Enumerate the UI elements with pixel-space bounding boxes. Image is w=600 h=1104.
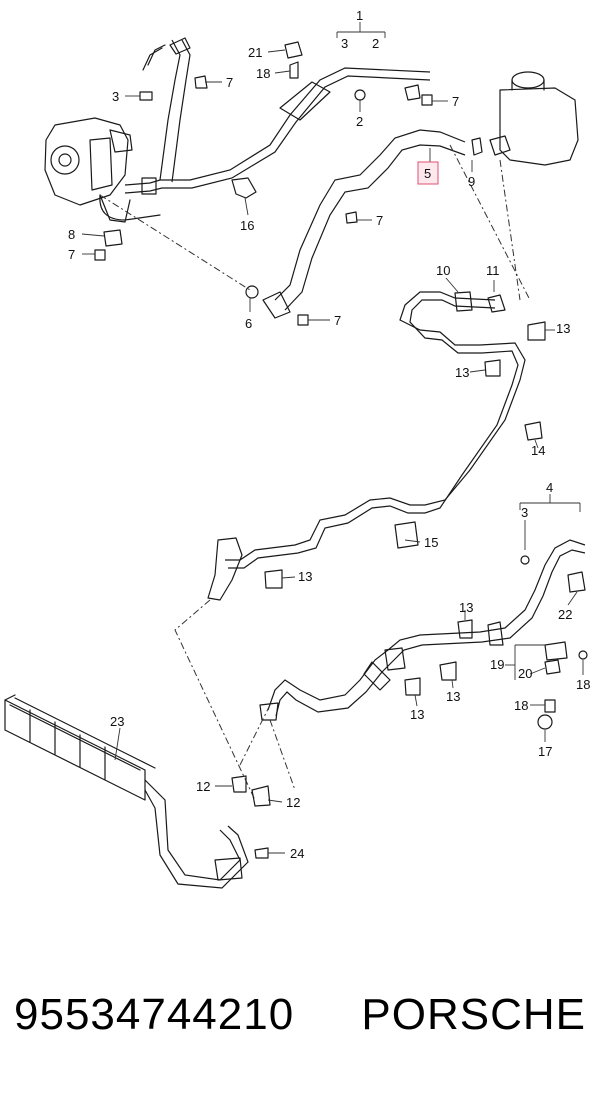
callout-13b: 13 — [455, 365, 469, 380]
callout-2b: 2 — [356, 114, 363, 129]
callout-22: 22 — [558, 607, 572, 622]
return-hose-upper — [142, 37, 191, 183]
callout-5: 5 — [424, 166, 431, 181]
callout-13f: 13 — [410, 707, 424, 722]
callout-13a: 13 — [556, 321, 570, 336]
clip-16-part — [231, 177, 257, 199]
callout-13e: 13 — [446, 689, 460, 704]
pressure-hose-upper — [124, 67, 431, 195]
callout-7d: 7 — [68, 247, 75, 262]
callout-10: 10 — [436, 263, 450, 278]
part-number: 95534744210 — [14, 990, 295, 1039]
callout-18c: 18 — [514, 698, 528, 713]
callout-14: 14 — [531, 443, 545, 458]
callout-12a: 12 — [196, 779, 210, 794]
reference-lines — [99, 144, 531, 801]
callout-2a: 2 — [372, 36, 379, 51]
highlight-box-5 — [417, 161, 439, 185]
callout-7a: 7 — [226, 75, 233, 90]
callout-19: 19 — [490, 657, 504, 672]
hose-5-part — [262, 129, 466, 319]
callout-20: 20 — [518, 666, 532, 681]
callout-3a: 3 — [341, 36, 348, 51]
callout-24: 24 — [290, 846, 304, 861]
callout-1: 1 — [356, 8, 363, 23]
callout-8: 8 — [68, 227, 75, 242]
callout-11: 11 — [486, 263, 500, 278]
callout-3b: 3 — [112, 89, 119, 104]
callout-4: 4 — [546, 480, 553, 495]
callout-16: 16 — [240, 218, 254, 233]
callout-6: 6 — [245, 316, 252, 331]
callout-9: 9 — [468, 174, 475, 189]
callout-3c: 3 — [521, 505, 528, 520]
leader-lines — [81, 49, 584, 854]
parts-diagram: 1 3 2 21 18 7 3 7 2 5 9 16 7 8 7 10 11 6… — [4, 8, 590, 889]
oil-cooler — [4, 694, 249, 889]
callout-17: 17 — [538, 744, 552, 759]
group-1-bracket — [336, 22, 386, 38]
callout-18a: 18 — [256, 66, 270, 81]
callout-21: 21 — [248, 45, 262, 60]
callout-13c: 13 — [298, 569, 312, 584]
callout-18b: 18 — [576, 677, 590, 692]
pressure-line-lower — [259, 494, 586, 721]
small-parts — [94, 41, 588, 859]
callout-12b: 12 — [286, 795, 300, 810]
callout-7e: 7 — [334, 313, 341, 328]
return-line-long — [207, 291, 526, 601]
brand-name: PORSCHE — [361, 990, 586, 1039]
reservoir — [471, 71, 579, 166]
callout-15: 15 — [424, 535, 438, 550]
callouts: 1 3 2 21 18 7 3 7 2 5 9 16 7 8 7 10 11 6… — [68, 8, 590, 861]
callout-7b: 7 — [452, 94, 459, 109]
callout-13d: 13 — [459, 600, 473, 615]
callout-7c: 7 — [376, 213, 383, 228]
footer: 95534744210 PORSCHE — [0, 990, 600, 1090]
steering-pump — [44, 117, 161, 223]
callout-23: 23 — [110, 714, 124, 729]
